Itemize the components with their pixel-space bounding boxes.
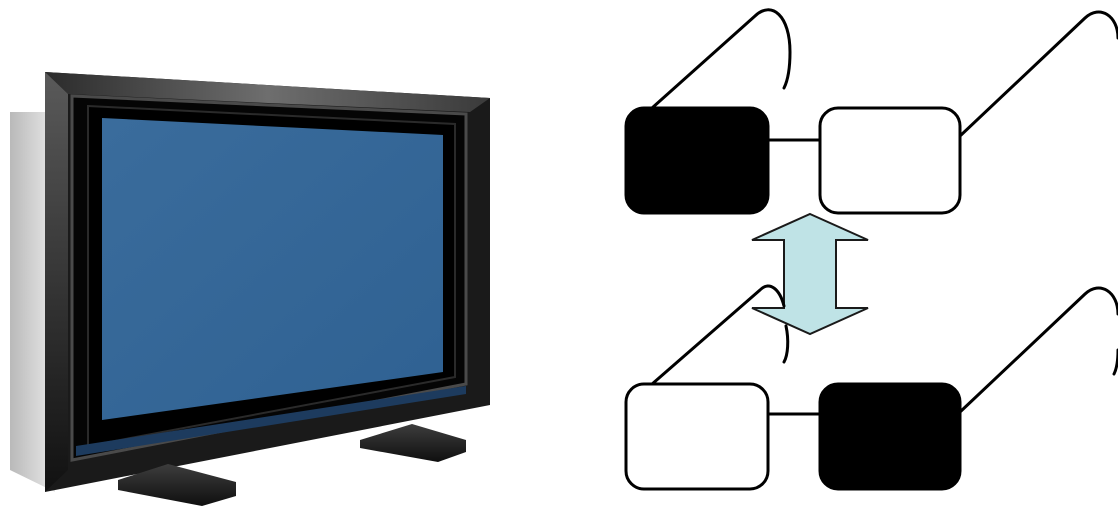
tv-screen	[102, 118, 443, 420]
lens-right-closed	[820, 384, 960, 489]
tv-bezel-left	[45, 72, 68, 492]
temple-arm-right	[960, 288, 1118, 412]
lens-left-closed	[626, 108, 768, 213]
lens-left-open	[626, 384, 768, 489]
alternating-double-arrow	[752, 214, 868, 334]
shutter-glasses-top	[626, 10, 1118, 213]
temple-arm-right-tip	[1114, 350, 1118, 374]
temple-arm-right	[960, 12, 1118, 136]
tv-icon	[10, 72, 490, 506]
tv-stand-right	[360, 424, 466, 462]
temple-arm-left	[652, 10, 790, 108]
lens-right-open	[820, 108, 960, 213]
shutter-glasses-bottom	[626, 286, 1118, 489]
temple-arm-left-tip	[784, 326, 788, 362]
